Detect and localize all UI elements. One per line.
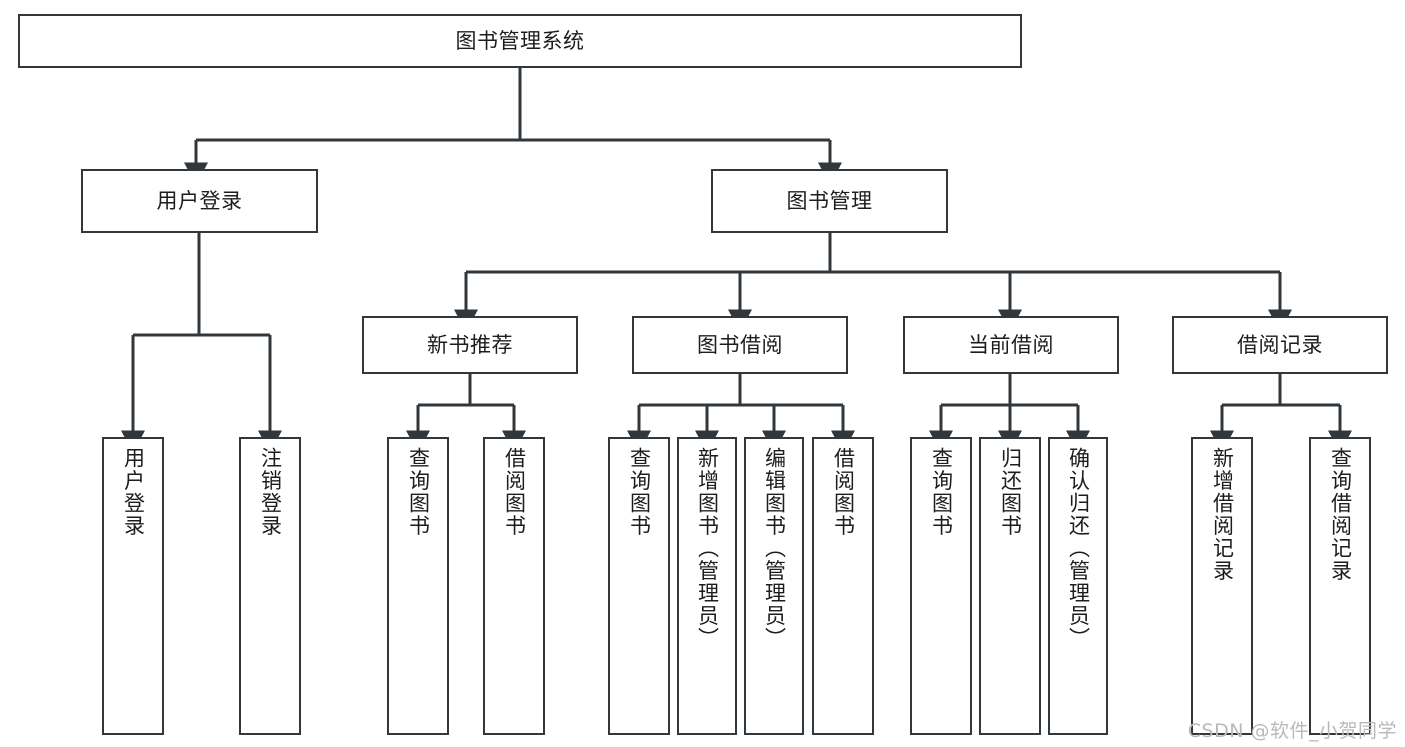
leaf-current-borrow-query-book[interactable]: 查询图书 [910, 437, 972, 735]
node-label: 归还图书 [998, 447, 1023, 537]
node-book-management[interactable]: 图书管理 [711, 169, 948, 233]
leaf-user-login-login[interactable]: 用户登录 [102, 437, 164, 735]
node-label: 借阅图书 [831, 447, 856, 537]
node-label: 查询图书 [929, 447, 954, 537]
node-label: 用户登录 [156, 188, 243, 213]
node-label: 查询图书 [627, 447, 652, 537]
node-label: 新书推荐 [427, 332, 513, 357]
leaf-current-borrow-confirm-return-admin[interactable]: 确认归还（管理员） [1048, 437, 1108, 735]
node-label: 查询图书 [406, 447, 431, 537]
node-label: 用户登录 [121, 447, 146, 537]
node-label: 确认归还（管理员） [1066, 447, 1091, 650]
leaf-book-borrow-query-book[interactable]: 查询图书 [608, 437, 670, 735]
node-root-book-management-system[interactable]: 图书管理系统 [18, 14, 1022, 68]
csdn-watermark: CSDN @软件_小贺同学 [1187, 720, 1397, 742]
leaf-user-login-logout[interactable]: 注销登录 [239, 437, 301, 735]
leaf-book-borrow-borrow-book[interactable]: 借阅图书 [812, 437, 874, 735]
node-current-borrow[interactable]: 当前借阅 [903, 316, 1119, 374]
node-label: 借阅图书 [502, 447, 527, 537]
leaf-borrow-records-add-record[interactable]: 新增借阅记录 [1191, 437, 1253, 735]
leaf-current-borrow-return-book[interactable]: 归还图书 [979, 437, 1041, 735]
node-new-book-recommend[interactable]: 新书推荐 [362, 316, 578, 374]
node-label: 图书管理 [786, 188, 873, 213]
node-label: 借阅记录 [1237, 332, 1323, 357]
node-label: 注销登录 [258, 447, 283, 537]
node-label: 查询借阅记录 [1328, 447, 1353, 582]
leaf-borrow-records-query-record[interactable]: 查询借阅记录 [1309, 437, 1371, 735]
node-user-login[interactable]: 用户登录 [81, 169, 318, 233]
node-label: 编辑图书（管理员） [762, 447, 787, 650]
leaf-new-book-borrow-book[interactable]: 借阅图书 [483, 437, 545, 735]
leaf-book-borrow-add-book-admin[interactable]: 新增图书（管理员） [677, 437, 737, 735]
node-label: 当前借阅 [968, 332, 1054, 357]
leaf-book-borrow-edit-book-admin[interactable]: 编辑图书（管理员） [744, 437, 804, 735]
node-label: 图书管理系统 [455, 28, 585, 53]
node-borrow-records[interactable]: 借阅记录 [1172, 316, 1388, 374]
node-label: 新增借阅记录 [1210, 447, 1235, 582]
leaf-new-book-query-book[interactable]: 查询图书 [387, 437, 449, 735]
node-label: 图书借阅 [697, 332, 783, 357]
node-book-borrow[interactable]: 图书借阅 [632, 316, 848, 374]
node-label: 新增图书（管理员） [695, 447, 720, 650]
